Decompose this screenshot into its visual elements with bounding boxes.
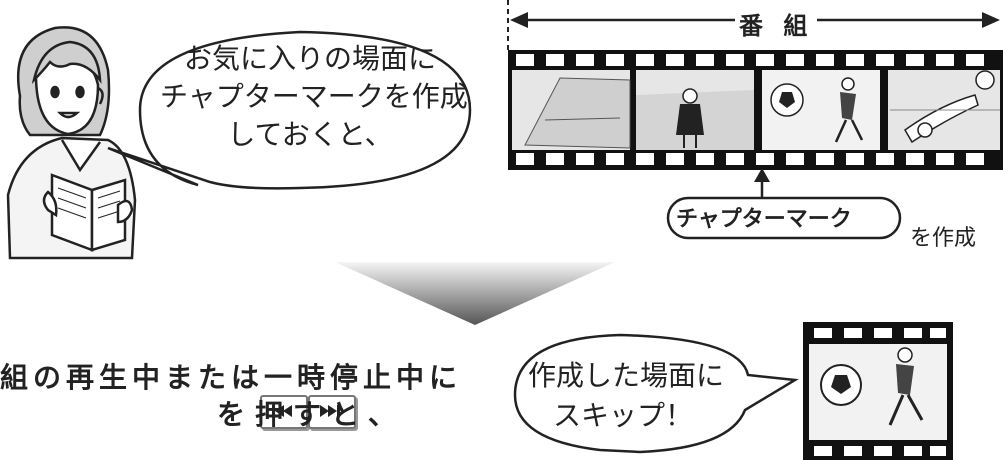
- skip-forward-button[interactable]: [308, 395, 356, 429]
- chapter-mark-label: チャプターマーク: [676, 207, 852, 232]
- down-arrow-icon: [335, 262, 615, 325]
- speech-bubble-1-line: チャプターマークを作成: [160, 80, 468, 113]
- speech-bubble-1-shape: [107, 30, 472, 190]
- chapter-mark-suffix: を作成: [910, 226, 977, 251]
- program-label: 番 組: [735, 6, 818, 41]
- instruction-line-1: 組の再生中または一時停止中に: [0, 361, 463, 394]
- film-strip: [508, 50, 1003, 170]
- speech-bubble-1-line: しておくと、: [227, 118, 393, 151]
- speech-bubble-2-shape: [513, 333, 799, 454]
- speech-bubble-1: お気に入りの場面に チャプターマークを作成 しておくと、: [160, 40, 468, 154]
- speech-bubble-2-line: 作成した場面に: [528, 359, 725, 392]
- speech-bubble-1-line: お気に入りの場面に: [183, 42, 436, 75]
- woman-illustration: [6, 26, 137, 260]
- chapter-mark-pill: [666, 196, 902, 240]
- instruction-line-2: を押すと、: [217, 398, 406, 431]
- speech-bubble-2-line: スキップ！: [552, 399, 693, 432]
- speech-bubble-2: 作成した場面に スキップ！: [528, 356, 725, 436]
- small-film-frame: [803, 322, 953, 460]
